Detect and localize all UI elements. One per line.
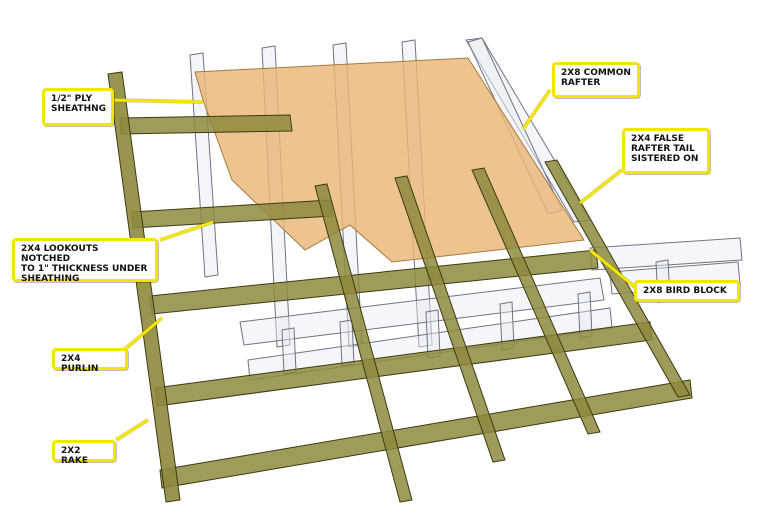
purlins: [149, 249, 693, 489]
leader-false-rafter-tail: [579, 168, 623, 205]
fascia-board: [239, 277, 605, 346]
label-false-rafter-tail: 2x4 FALSE RAFTER TAIL SISTERED ON: [622, 128, 710, 174]
leader-lines: [111, 88, 638, 442]
outrigger-post: [281, 327, 297, 375]
leader-ply-sheathing: [111, 98, 204, 104]
label-bird-block: 2x8 BIRD BLOCK: [634, 280, 740, 302]
label-common-rafter: 2x8 COMMON RAFTER: [552, 62, 640, 98]
olive-rafters: [314, 159, 691, 503]
leader-bird-block: [589, 248, 637, 290]
label-purlin: 2x4 PURLIN: [52, 348, 128, 374]
leader-lookouts: [159, 220, 214, 242]
label-rake: 2x2 RAKE: [52, 440, 116, 466]
outrigger-post: [339, 319, 355, 367]
lookout: [119, 114, 293, 135]
label-lookouts: 2x4 LOOKOUTS NOTCHED TO 1" THICKNESS UND…: [12, 238, 158, 284]
ply-sheathing-sheet: [194, 57, 585, 263]
rafter: [471, 167, 601, 435]
leader-common-rafter: [521, 89, 552, 130]
leader-purlin: [123, 316, 163, 352]
label-ply-sheathing: 1/2" PLY SHEATHNG: [42, 88, 114, 126]
purlin: [159, 379, 693, 489]
rafter: [394, 175, 506, 463]
lower-frame: [239, 237, 743, 381]
rake-board: [107, 71, 181, 503]
rafter: [314, 183, 413, 503]
rafter: [544, 159, 691, 398]
leader-rake: [115, 418, 149, 442]
